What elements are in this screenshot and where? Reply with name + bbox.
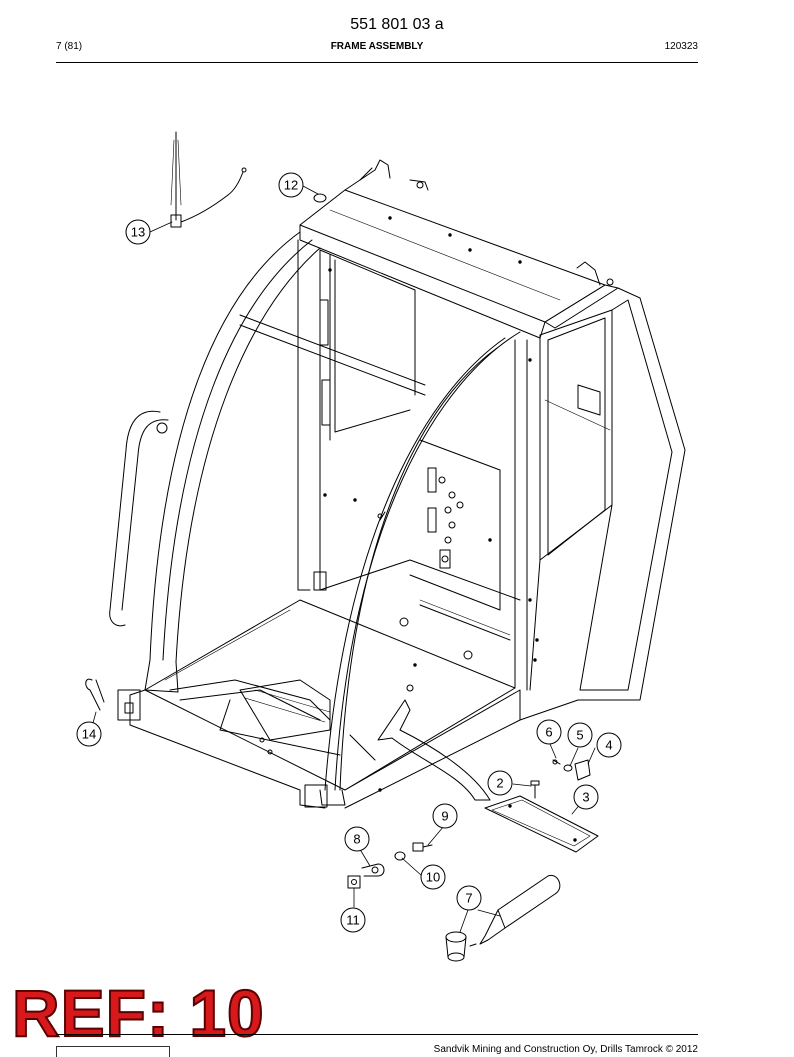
rear-frame — [239, 239, 521, 601]
callout-3: 3 — [573, 784, 599, 810]
company-logo — [56, 1046, 170, 1057]
callout-14: 14 — [76, 721, 102, 747]
callout-9: 9 — [432, 803, 458, 829]
section-title: FRAME ASSEMBLY — [330, 41, 424, 52]
bracket-parts — [552, 759, 591, 781]
callout-2: 2 — [487, 770, 513, 796]
header-row: 7 (81) FRAME ASSEMBLY 120323 — [56, 41, 698, 55]
callout-6: 6 — [536, 719, 562, 745]
svg-text:10: 10 — [426, 870, 440, 885]
callout-12: 12 — [278, 172, 304, 198]
left-front-pillar — [144, 231, 321, 693]
grab-handle — [109, 410, 169, 627]
svg-text:9: 9 — [441, 809, 448, 824]
document-number: 551 801 03 a — [350, 16, 444, 33]
callout-10: 10 — [420, 864, 446, 890]
cab-roof — [299, 159, 619, 339]
plug-part — [313, 193, 327, 203]
right-side-frame — [514, 287, 686, 701]
svg-text:5: 5 — [576, 728, 583, 743]
center-front-pillar — [319, 331, 521, 806]
cover-plate-part — [484, 795, 599, 853]
footer-copyright: Sandvik Mining and Construction Oy, Dril… — [433, 1044, 698, 1055]
assembly-arrow — [377, 699, 491, 801]
cotter-pin-part — [85, 678, 105, 711]
svg-text:4: 4 — [605, 738, 612, 753]
antenna-part — [170, 131, 247, 228]
callout-5: 5 — [567, 722, 593, 748]
callout-8: 8 — [344, 826, 370, 852]
callout-11: 11 — [340, 907, 366, 933]
svg-text:8: 8 — [353, 832, 360, 847]
callout-4: 4 — [596, 732, 622, 758]
leader-lines — [89, 185, 596, 933]
sealant-parts — [445, 874, 561, 962]
callout-13: 13 — [125, 219, 151, 245]
footer-rule — [56, 1034, 698, 1035]
page-count: 7 (81) — [56, 41, 83, 52]
svg-text:12: 12 — [284, 178, 298, 193]
svg-text:13: 13 — [131, 225, 145, 240]
screw-part — [530, 780, 540, 799]
svg-text:7: 7 — [465, 891, 472, 906]
svg-text:2: 2 — [496, 776, 503, 791]
rear-panel — [409, 439, 501, 611]
callout-7: 7 — [456, 885, 482, 911]
svg-text:3: 3 — [582, 790, 589, 805]
svg-text:14: 14 — [82, 727, 96, 742]
fastener-parts — [347, 842, 433, 889]
svg-text:6: 6 — [545, 725, 552, 740]
ref-stamp: REF: 10 — [11, 976, 265, 1050]
header-rule — [56, 62, 698, 63]
document-date: 120323 — [664, 41, 698, 52]
svg-text:11: 11 — [346, 913, 360, 928]
